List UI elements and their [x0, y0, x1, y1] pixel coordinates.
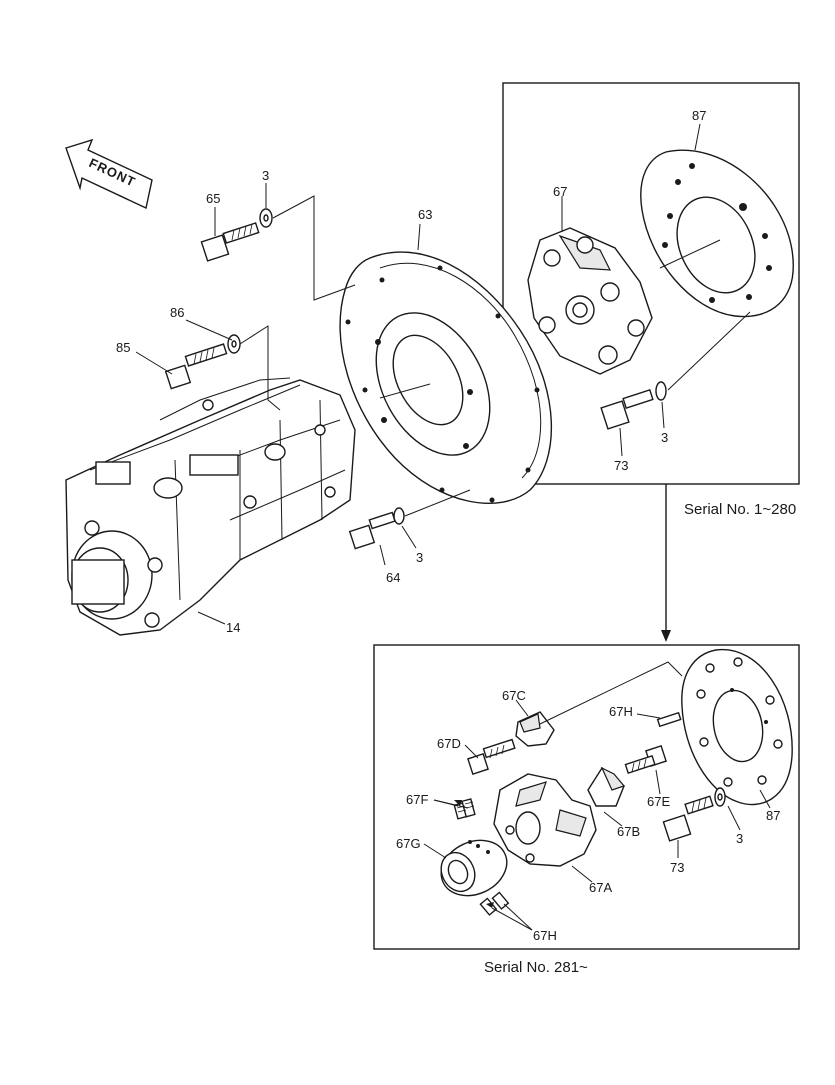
- serial-lower-caption: Serial No. 281~: [484, 959, 588, 976]
- hub-67G: [440, 839, 508, 897]
- bolt-64: [348, 511, 396, 550]
- coupling-cone-67B: [587, 766, 626, 807]
- label-67C: 67C: [502, 688, 526, 703]
- label-67H-top: 67H: [609, 704, 633, 719]
- coupling-element-67A: [493, 773, 597, 867]
- label-67H-bottom: 67H: [533, 928, 557, 943]
- leader-lines-lower: [423, 661, 771, 931]
- label-64: 64: [386, 570, 400, 585]
- label-3-lower-box: 3: [736, 831, 743, 846]
- washer-3-lower: [393, 507, 405, 525]
- label-14: 14: [226, 620, 240, 635]
- label-67G: 67G: [396, 836, 421, 851]
- label-67B: 67B: [617, 824, 640, 839]
- label-63: 63: [418, 207, 432, 222]
- label-73-lower: 73: [670, 860, 684, 875]
- label-67D: 67D: [437, 736, 461, 751]
- flywheel-housing-63: [339, 251, 552, 504]
- label-85: 85: [116, 340, 130, 355]
- label-67: 67: [553, 184, 567, 199]
- set-screws-67F: [453, 798, 476, 820]
- label-67E: 67E: [647, 794, 670, 809]
- label-65: 65: [206, 191, 220, 206]
- label-67A: 67A: [589, 880, 612, 895]
- upper-subassembly-frame: [502, 82, 800, 485]
- label-86: 86: [170, 305, 184, 320]
- bolt-85: [164, 343, 228, 390]
- label-67F: 67F: [406, 792, 428, 807]
- pin-67H-top: [656, 711, 682, 728]
- serial-upper-caption: Serial No. 1~280: [684, 501, 796, 518]
- label-87-lower: 87: [766, 808, 780, 823]
- coupling-wedge-67C: [515, 711, 555, 747]
- label-87-upper: 87: [692, 108, 706, 123]
- washer-3-box: [655, 381, 667, 401]
- bolt-73-lower: [662, 795, 714, 842]
- leader-lines-upper: [135, 123, 751, 625]
- hydraulic-pump-14: [65, 377, 356, 636]
- bolt-67E: [624, 745, 667, 774]
- label-3-lower: 3: [416, 550, 423, 565]
- bolt-73-upper: [600, 389, 654, 430]
- bolt-67D: [467, 738, 516, 775]
- coupling-element-67: [527, 227, 653, 375]
- part-labels: 65 3 63 67 87 86 85 14 64 3 73 3 Serial …: [116, 108, 796, 976]
- front-arrow-icon: FRONT: [65, 138, 153, 210]
- coupling-plate-87-lower: [681, 648, 793, 806]
- coupling-plate-87-upper: [640, 149, 794, 318]
- bolt-65: [200, 222, 260, 262]
- set-screws-67H: [479, 891, 510, 916]
- label-3-top: 3: [262, 168, 269, 183]
- label-3-box: 3: [661, 430, 668, 445]
- lower-subassembly-frame: [373, 644, 800, 950]
- label-73-upper: 73: [614, 458, 628, 473]
- serial-transition-arrow: [661, 484, 671, 642]
